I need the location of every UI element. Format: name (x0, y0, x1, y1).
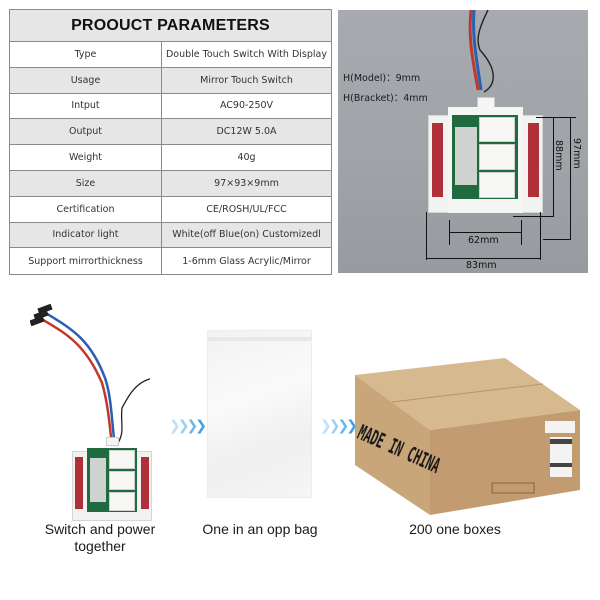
arrow-icon: ❯❯❯❯ (320, 418, 358, 434)
param-key: Indicator light (10, 222, 162, 248)
step-label-opp-bag: One in an opp bag (202, 521, 318, 537)
wires-icon (468, 10, 494, 93)
param-value: CE/ROSH/UL/FCC (206, 203, 287, 215)
opp-bag-image (207, 330, 312, 498)
param-row-certification: Certification CE/ROSH/UL/FCC (10, 196, 331, 223)
param-row-input: Intput AC90-250V (10, 93, 331, 120)
switch-device (428, 97, 543, 213)
step-label-switch-power: Switch and power together (44, 521, 156, 554)
dimension-photo: H(Model)：9mm H(Bracket)：4mm 62mm 83mm 88… (338, 10, 588, 273)
parameters-table: PROOUCT PARAMETERS Type Double Touch Swi… (9, 9, 332, 276)
switch-device-small (72, 437, 152, 521)
width-83-label: 83mm (466, 260, 497, 271)
param-row-indicator-light: Indicator light White(off Blue(on) Custo… (10, 222, 331, 249)
param-row-size: Size 97×93×9mm (10, 170, 331, 197)
param-value: 97×93×9mm (214, 177, 279, 189)
step-label-boxes: 200 one boxes (409, 521, 501, 537)
param-key: Weight (10, 145, 162, 170)
param-key: Usage (10, 67, 162, 93)
param-value: 1-6mm Glass Acrylic/Mirror (182, 255, 311, 267)
param-key: Type (10, 42, 162, 67)
param-key: Certification (10, 196, 162, 222)
param-key: Output (10, 119, 162, 145)
parameters-title: PROOUCT PARAMETERS (10, 10, 331, 42)
param-value: 40g (237, 152, 256, 164)
param-key: Support mirrorthickness (10, 248, 162, 275)
param-row-weight: Weight 40g (10, 145, 331, 171)
param-key: Intput (10, 93, 162, 119)
param-value: DC12W 5.0A (216, 126, 277, 138)
cardboard-box-image: MADE IN CHINA (354, 358, 580, 515)
width-62-label: 62mm (468, 235, 499, 246)
param-row-usage: Usage Mirror Touch Switch (10, 67, 331, 94)
param-value: AC90-250V (219, 100, 274, 112)
param-row-type: Type Double Touch Switch With Display (10, 42, 331, 68)
param-value: Double Touch Switch With Display (165, 48, 327, 60)
arrow-icon: ❯❯❯❯ (169, 418, 207, 434)
height-88-label: 88mm (553, 140, 564, 171)
param-key: Size (10, 170, 162, 196)
param-row-mirror-thickness: Support mirrorthickness 1-6mm Glass Acry… (10, 248, 331, 275)
height-model-label: H(Model)：9mm (343, 73, 421, 84)
param-value: Mirror Touch Switch (200, 74, 293, 86)
height-97-label: 97mm (571, 138, 582, 169)
wired-switch-image (30, 303, 150, 447)
height-bracket-label: H(Bracket)：4mm (343, 93, 428, 104)
param-value: White(off Blue(on) Customizedl (172, 229, 321, 241)
param-row-output: Output DC12W 5.0A (10, 119, 331, 146)
